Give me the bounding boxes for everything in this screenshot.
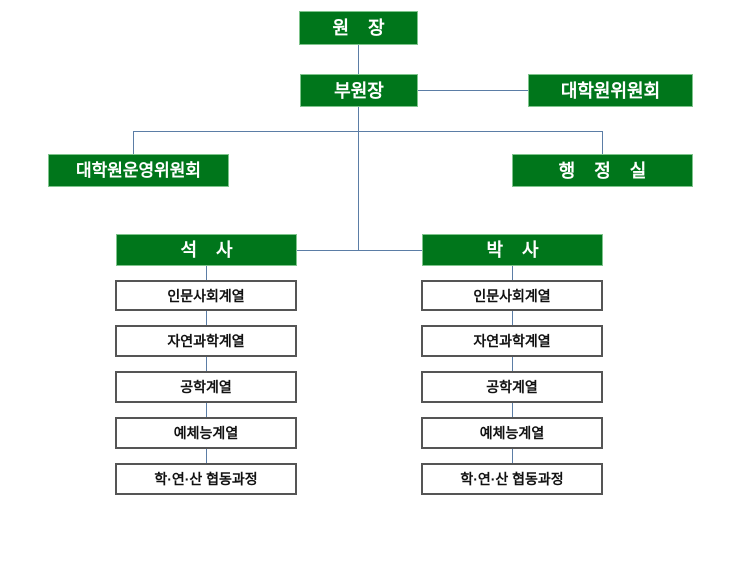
node-masters-label: 석 사 [180, 240, 240, 260]
masters-program-label: 인문사회계열 [167, 287, 245, 304]
masters-program-label: 자연과학계열 [167, 333, 245, 349]
connector-masters-1 [206, 266, 207, 280]
node-masters[interactable]: 석 사 [116, 234, 297, 266]
doctorate-program-box[interactable]: 공학계열 [421, 371, 603, 403]
node-director[interactable]: 원 장 [299, 11, 418, 45]
masters-program-box[interactable]: 예체능계열 [115, 417, 297, 449]
connector-bus-committees [133, 131, 603, 132]
node-administration-office-label: 행 정 실 [558, 160, 654, 181]
connector-masters-3 [206, 357, 207, 371]
doctorate-program-box[interactable]: 학·연·산 협동과정 [421, 463, 603, 495]
connector-doctorate-2 [512, 311, 513, 325]
masters-program-label: 학·연·산 협동과정 [154, 471, 258, 487]
masters-program-box[interactable]: 인문사회계열 [115, 280, 297, 311]
doctorate-program-label: 자연과학계열 [473, 333, 551, 349]
connector-masters-5 [206, 449, 207, 463]
masters-program-label: 공학계열 [180, 379, 232, 395]
connector-doctorate-3 [512, 357, 513, 371]
connector-director-to-vice [358, 45, 359, 74]
doctorate-program-label: 인문사회계열 [473, 287, 551, 304]
connector-bus-to-operating-committee [133, 131, 134, 154]
connector-doctorate-1 [512, 266, 513, 280]
masters-program-box[interactable]: 학·연·산 협동과정 [115, 463, 297, 495]
doctorate-program-box[interactable]: 예체능계열 [421, 417, 603, 449]
connector-masters-4 [206, 403, 207, 417]
node-doctorate[interactable]: 박 사 [422, 234, 603, 266]
connector-vice-to-graduate-committee [417, 90, 528, 91]
node-graduate-committee-label: 대학원위원회 [560, 80, 661, 101]
doctorate-program-label: 예체능계열 [479, 425, 545, 441]
masters-program-box[interactable]: 자연과학계열 [115, 325, 297, 357]
node-vice-director[interactable]: 부원장 [300, 74, 418, 107]
connector-bus-to-administration [602, 131, 603, 154]
doctorate-program-box[interactable]: 인문사회계열 [421, 280, 603, 311]
node-doctorate-label: 박 사 [486, 240, 546, 260]
node-graduate-committee[interactable]: 대학원위원회 [528, 74, 693, 107]
node-vice-director-label: 부원장 [334, 80, 384, 101]
doctorate-program-box[interactable]: 자연과학계열 [421, 325, 603, 357]
node-director-label: 원 장 [332, 18, 392, 38]
connector-doctorate-5 [512, 449, 513, 463]
masters-program-box[interactable]: 공학계열 [115, 371, 297, 403]
connector-bus-degrees [297, 250, 423, 251]
node-graduate-operating-committee-label: 대학원운영위원회 [75, 161, 202, 180]
connector-doctorate-4 [512, 403, 513, 417]
connector-masters-2 [206, 311, 207, 325]
doctorate-program-label: 공학계열 [486, 379, 538, 395]
doctorate-program-label: 학·연·산 협동과정 [460, 471, 564, 487]
connector-vice-trunk [358, 107, 359, 250]
node-graduate-operating-committee[interactable]: 대학원운영위원회 [48, 154, 229, 187]
node-administration-office[interactable]: 행 정 실 [512, 154, 693, 187]
masters-program-label: 예체능계열 [173, 425, 239, 441]
